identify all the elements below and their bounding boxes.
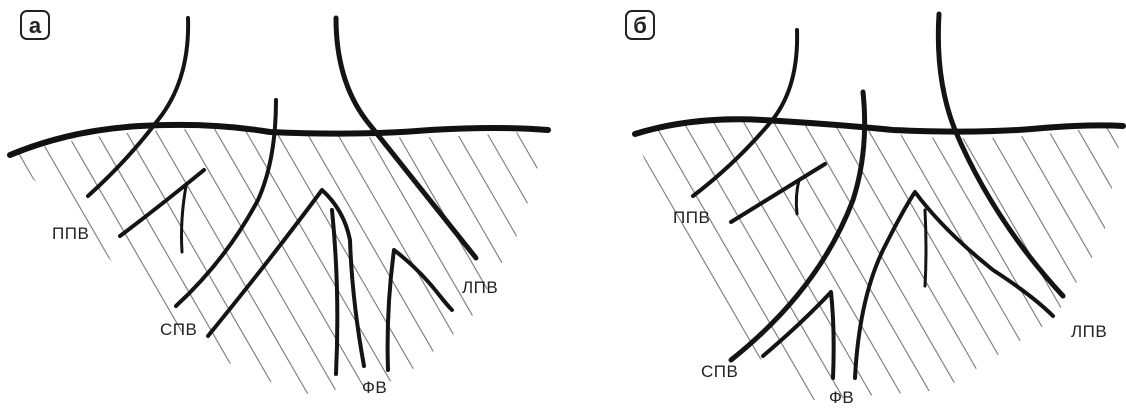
fv-vessel-b xyxy=(853,190,1055,380)
label-fv-a: ФВ xyxy=(362,378,388,397)
panel-b: б ППВ СПВ ФВ ЛПВ xyxy=(563,0,1126,415)
ppv-vessel-b xyxy=(729,162,827,224)
upper-vessel-mid-a xyxy=(174,98,278,308)
panel-badge-a: а xyxy=(20,10,50,40)
spv-branch-b xyxy=(761,290,836,380)
lpv-vessel-b xyxy=(935,11,1066,299)
ppv-branch-a xyxy=(180,184,188,254)
diagram-b xyxy=(632,11,1126,400)
upper-vessel-left-b xyxy=(691,28,800,198)
label-ppv-b: ППВ xyxy=(673,208,711,227)
label-spv-b: СПВ xyxy=(701,362,739,381)
panel-badge-b: б xyxy=(625,10,655,40)
spv-vessel-b xyxy=(728,89,868,363)
liver-edge-a xyxy=(7,121,551,158)
fv-vessel-a xyxy=(330,208,340,376)
ppv-vessel-a xyxy=(118,168,206,238)
label-lpv-a: ЛПВ xyxy=(462,278,499,297)
ppv-branch-b xyxy=(794,178,801,216)
upper-vessel-left-a xyxy=(86,16,191,198)
hatching-b xyxy=(635,120,1123,400)
label-lpv-b: ЛПВ xyxy=(1071,322,1108,341)
panel-a: а ППВ СПВ ФВ ЛПВ xyxy=(7,10,551,397)
hatching-a xyxy=(10,128,548,396)
label-ppv-a: ППВ xyxy=(52,224,90,243)
liver-edge-b xyxy=(632,116,1126,137)
lpv-vessel-a xyxy=(333,15,479,261)
label-fv-b: ФВ xyxy=(829,388,855,407)
label-spv-a: СПВ xyxy=(160,320,198,339)
spv-vessel-a xyxy=(206,188,366,368)
fv-vessel-right-a xyxy=(385,248,454,372)
fv-branch-b xyxy=(923,208,928,288)
diagram-a xyxy=(7,15,551,396)
